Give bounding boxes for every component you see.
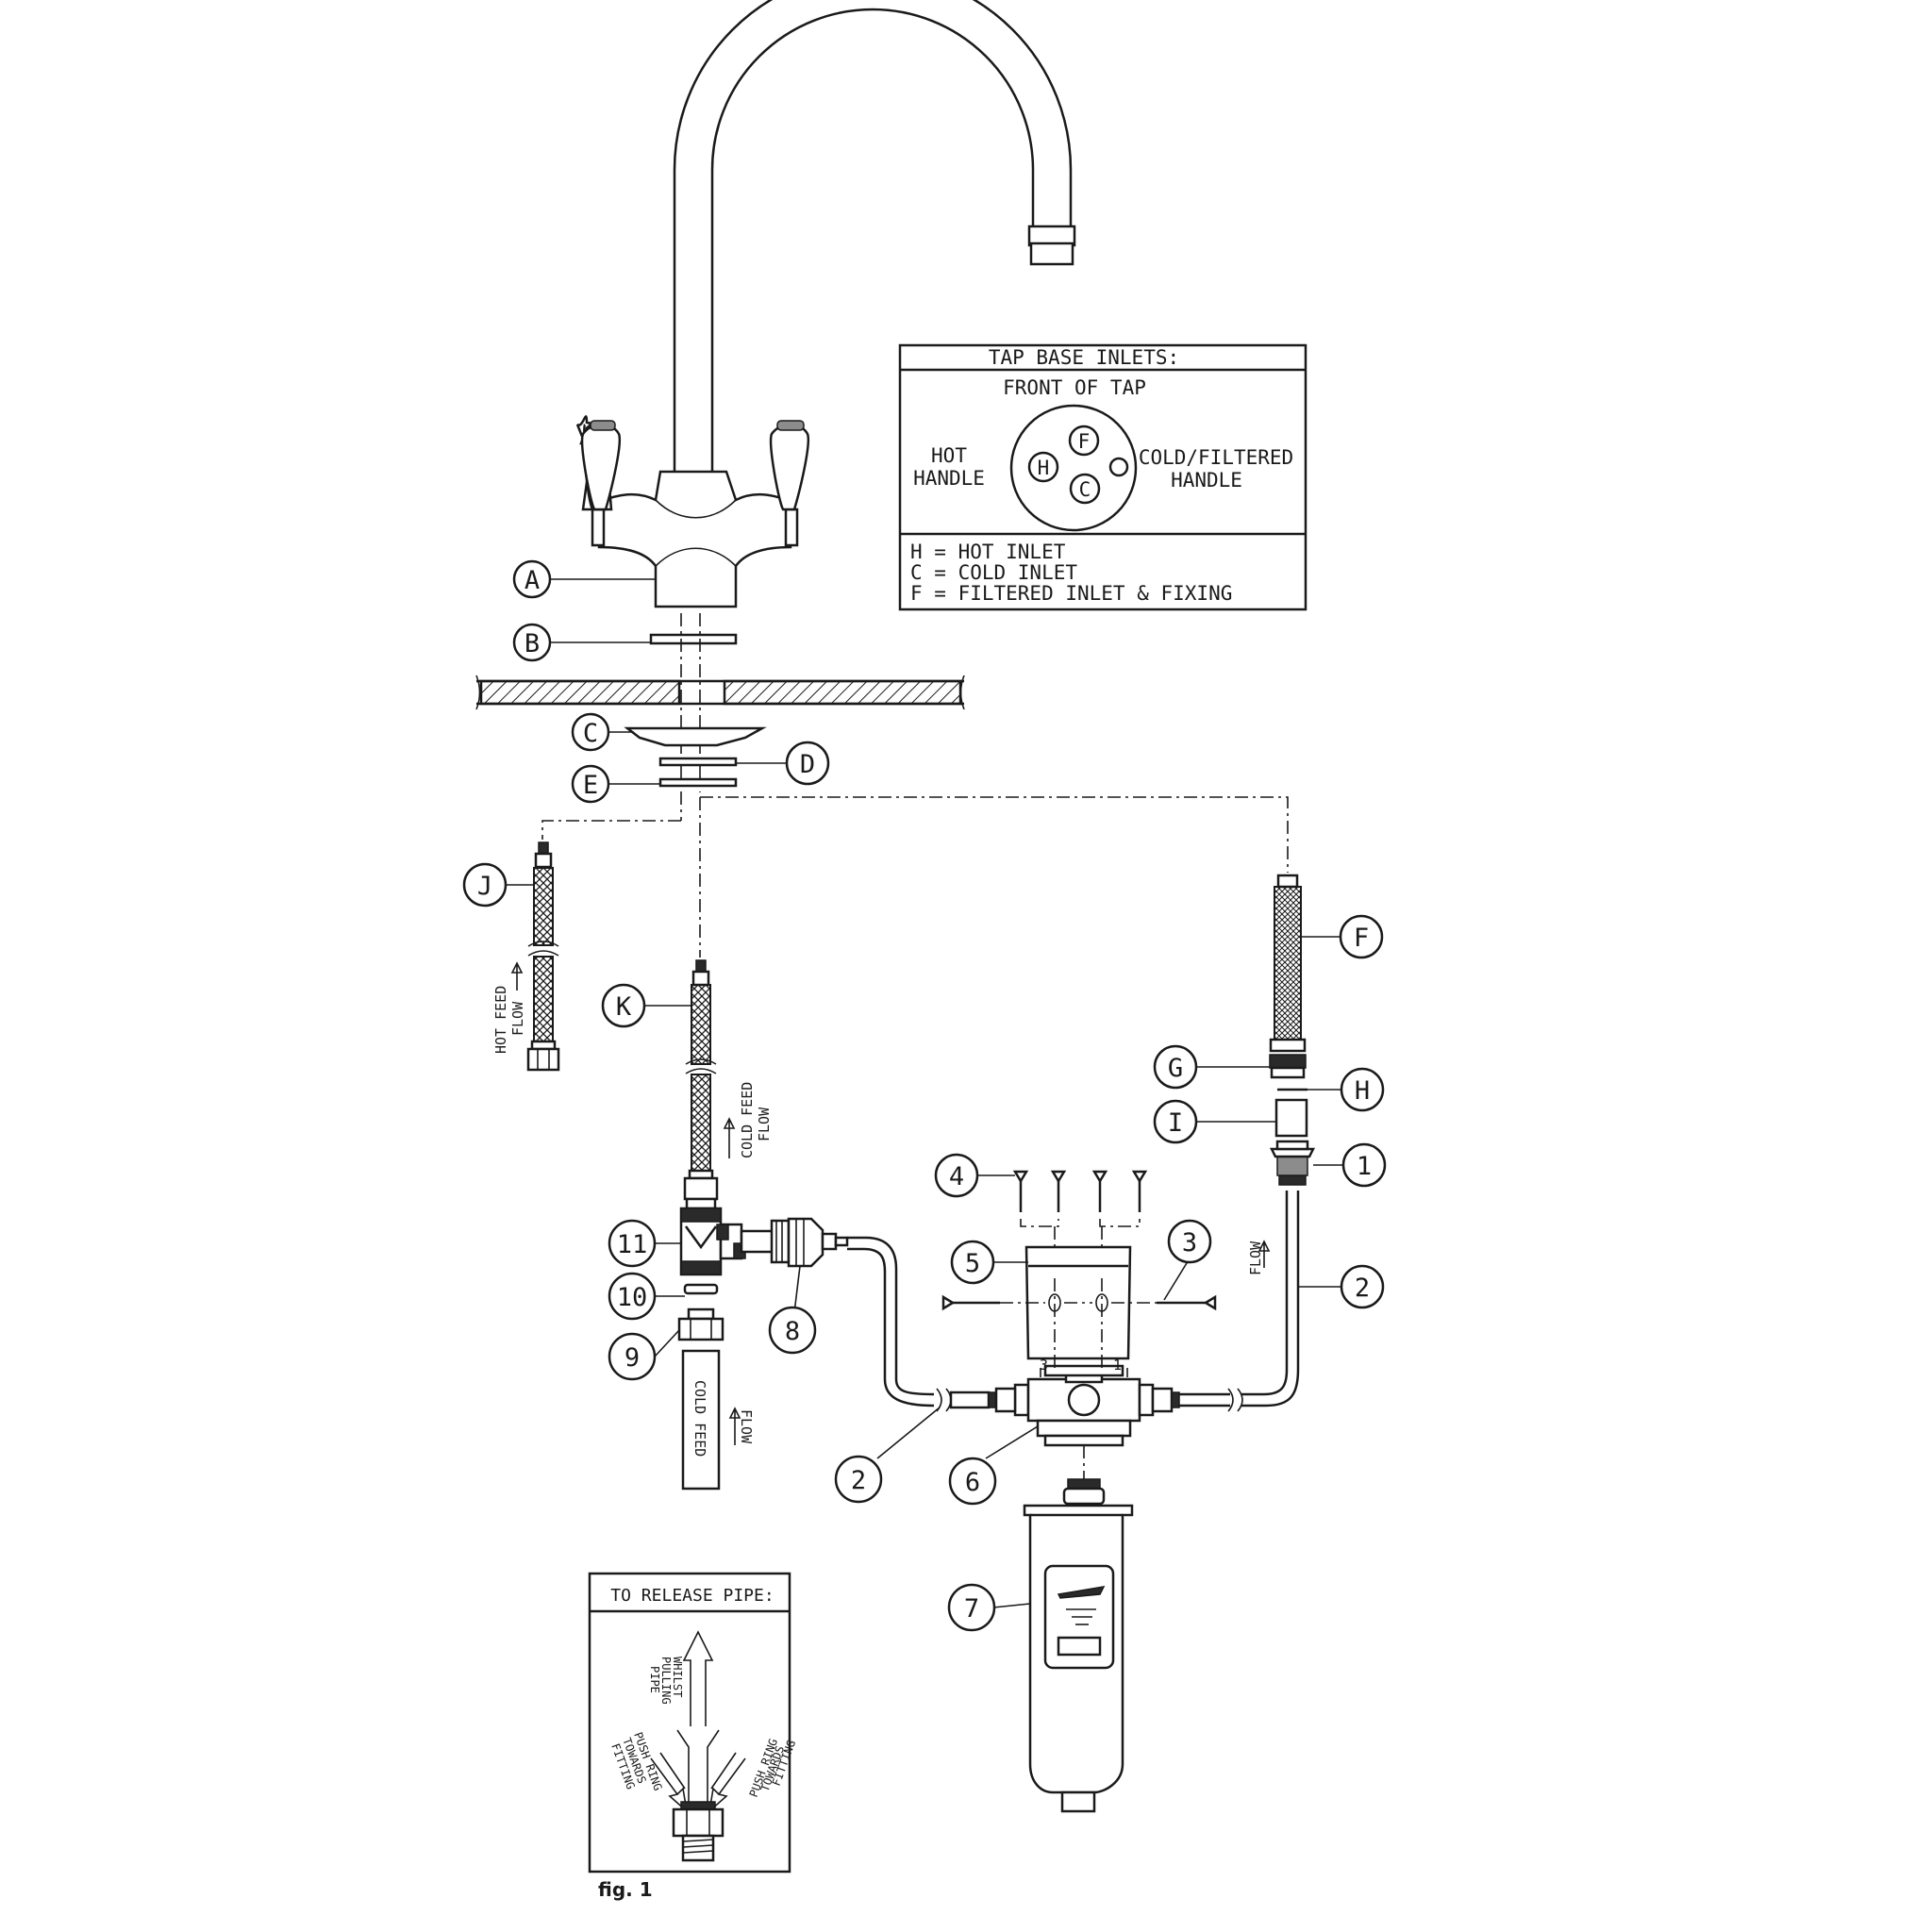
inlet-f-label: F: [1078, 430, 1091, 453]
tap-body: [591, 470, 799, 608]
cold-feed-label: COLD FEED: [739, 1082, 756, 1158]
cold-feed-flow: COLD FEED FLOW: [723, 1082, 773, 1158]
tap-base-inlets-title: TAP BASE INLETS:: [989, 346, 1179, 369]
tap-spout: [673, 0, 1076, 472]
cold-handle-label-2: HANDLE: [1171, 469, 1242, 491]
release-pipe-title: TO RELEASE PIPE:: [610, 1586, 774, 1606]
whilst-label: WHILST: [671, 1657, 684, 1697]
washer-d: [658, 757, 738, 767]
support-plate-c: [624, 726, 767, 747]
worktop-section: [475, 675, 965, 710]
tap-base-outline: [1009, 404, 1138, 532]
callouts: A B C D E J K F G H I 1 2 4 5 3 11 10 9 …: [462, 559, 1387, 1632]
flow-bottom-label: FLOW: [738, 1409, 755, 1444]
cold-handle: [769, 420, 809, 511]
inlet-c-label: C: [1079, 478, 1091, 501]
inlet-f-circle: [1068, 425, 1100, 457]
tap: [575, 0, 1076, 608]
figure-caption: fig. 1: [598, 1878, 653, 1901]
label-1: 1: [1357, 1152, 1372, 1181]
label-f: F: [1354, 924, 1369, 953]
label-2-right: 2: [1355, 1274, 1370, 1303]
filter-head-6: [988, 1368, 1180, 1447]
cold-handle-label-1: COLD/FILTERED: [1139, 446, 1293, 469]
pipe-2-left: [847, 1236, 935, 1396]
cold-feed-pipe-label-group: COLD FEED FLOW: [691, 1380, 755, 1457]
pulling-label: PULLING: [659, 1657, 673, 1705]
hot-handle-label-1: HOT: [931, 444, 967, 467]
label-e: E: [583, 771, 598, 800]
head-mark-1: 1: [1113, 1357, 1122, 1374]
label-5: 5: [965, 1249, 980, 1278]
label-i: I: [1168, 1108, 1183, 1138]
cold-feed-pipe-label: COLD FEED: [691, 1380, 708, 1457]
label-7: 7: [964, 1594, 979, 1624]
label-c: C: [583, 719, 598, 748]
filtered-hose-f: [1269, 874, 1307, 1053]
push-fit-connector-8: [770, 1217, 849, 1268]
screws-3: [941, 1294, 1217, 1311]
front-of-tap-label: FRONT OF TAP: [1003, 376, 1146, 399]
hot-feed-flow-label: FLOW: [509, 1001, 526, 1036]
cold-feed-pipe: [681, 1349, 721, 1491]
bracket-5: [1024, 1245, 1132, 1377]
fitting-1: [1269, 1140, 1316, 1186]
filter-cartridge-7: [1023, 1478, 1134, 1813]
label-h: H: [1355, 1076, 1370, 1106]
head-mark-3: 3: [1040, 1357, 1048, 1374]
legend-hot-inlet: H = HOT INLET: [910, 541, 1066, 563]
release-pipe-panel: TO RELEASE PIPE: WHILST PULLING PIPE PUS…: [588, 1572, 798, 1874]
pipe-2-right: [1179, 1191, 1289, 1396]
hot-feed-flow: HOT FEED FLOW: [492, 961, 526, 1054]
inlet-h-label: H: [1038, 457, 1050, 479]
hot-handle: [575, 415, 621, 511]
insert-i: [1274, 1098, 1308, 1138]
fixing-hole: [1108, 457, 1129, 477]
label-k: K: [616, 992, 632, 1022]
nut-9: [677, 1307, 724, 1341]
cold-hose-k: [683, 959, 719, 1201]
label-9: 9: [625, 1343, 640, 1373]
label-j: J: [477, 872, 492, 901]
label-b: B: [525, 629, 540, 658]
hot-handle-label-2: HANDLE: [913, 467, 985, 490]
washer-10: [683, 1283, 719, 1295]
label-2-left: 2: [851, 1466, 866, 1495]
legend-filtered-inlet: F = FILTERED INLET & FIXING: [910, 582, 1232, 605]
screws-4: [1012, 1170, 1148, 1247]
label-d: D: [800, 750, 815, 779]
pipe-label: PIPE: [648, 1666, 661, 1693]
label-11: 11: [617, 1230, 648, 1259]
label-a: A: [525, 566, 540, 595]
cold-feed-flow-label: FLOW: [756, 1107, 773, 1141]
inlet-h-circle: [1027, 451, 1059, 483]
label-3: 3: [1182, 1228, 1197, 1257]
tee-valve-11: [679, 1197, 775, 1276]
tap-base-inlets-panel: TAP BASE INLETS: FRONT OF TAP HOT HANDLE…: [898, 343, 1307, 611]
washer-b: [649, 633, 738, 645]
label-10: 10: [617, 1283, 648, 1312]
label-6: 6: [965, 1468, 980, 1497]
washer-e: [658, 777, 738, 788]
label-8: 8: [785, 1317, 800, 1346]
label-4: 4: [949, 1162, 964, 1191]
inlet-c-circle: [1069, 473, 1101, 505]
label-g: G: [1168, 1054, 1183, 1083]
hot-feed-label: HOT FEED: [492, 986, 509, 1054]
hot-hose-j: [526, 841, 560, 1072]
nut-g: [1269, 1054, 1307, 1079]
legend-cold-inlet: C = COLD INLET: [910, 561, 1077, 584]
flow-right: FLOW: [1247, 1240, 1271, 1275]
